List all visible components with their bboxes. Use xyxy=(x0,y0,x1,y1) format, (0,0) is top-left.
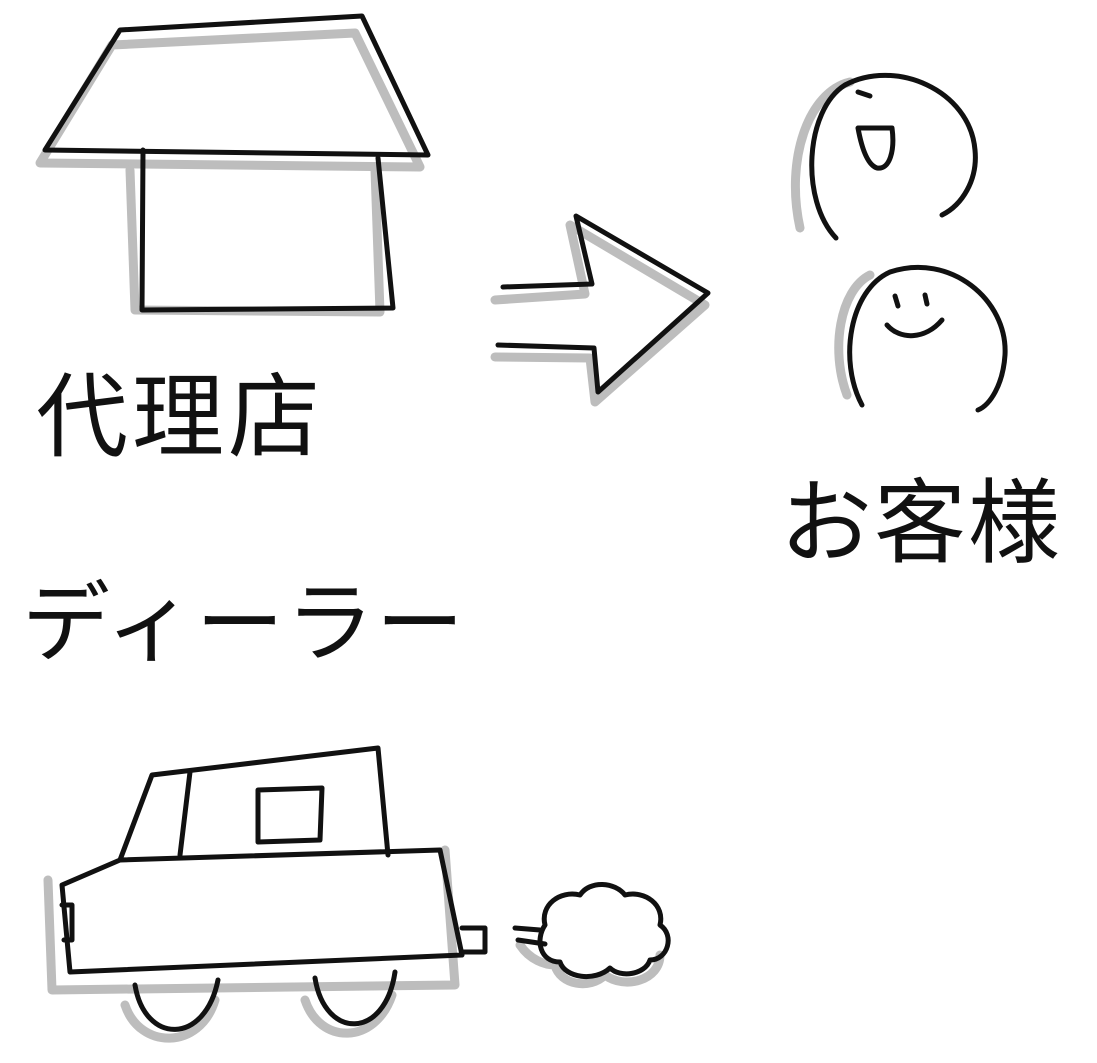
car-icon xyxy=(43,745,488,1043)
person-surprised-icon xyxy=(790,72,978,241)
house-icon xyxy=(35,13,431,317)
person-smiling-icon xyxy=(834,264,1008,413)
customer-label: お客様 xyxy=(780,470,1063,577)
dealer-label: ディーラー xyxy=(22,572,466,675)
arrow-right-icon xyxy=(490,213,711,407)
agency-label: 代理店 xyxy=(36,364,325,471)
exhaust-cloud-icon xyxy=(512,882,671,989)
